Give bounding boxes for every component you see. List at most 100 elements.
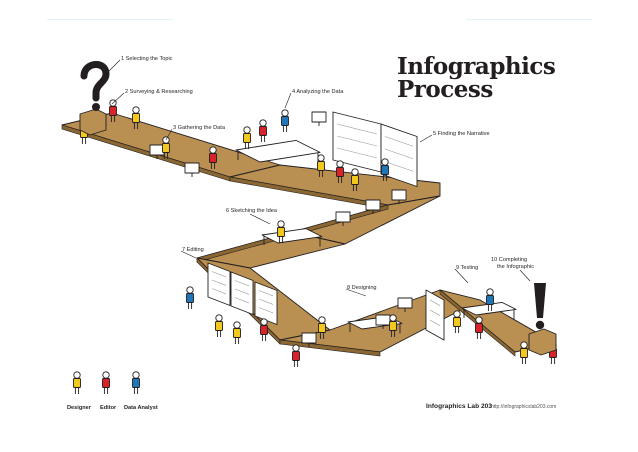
label-leader [419,134,433,143]
monitor-icon [335,211,351,223]
step-1-label: 1 Selecting the Topic [121,56,173,62]
monitor-icon [184,162,200,174]
board-rule [336,135,378,147]
top-rule-right [466,19,592,20]
designer-figure-head [453,310,461,318]
label-leader [284,92,292,109]
analyst-figure-body [486,295,494,305]
editor-figure-body [336,167,344,177]
analyst-figure-head [486,288,494,296]
title-line-2: Process [397,76,493,103]
legend-editor-figure-body [102,378,110,388]
board-rule [258,290,274,297]
legend-editor-figure-head [102,371,110,379]
board-rule [211,271,227,278]
label-leader [249,213,271,225]
credit-name: Infographics Lab 203 [426,403,492,410]
legend-editor-label: Editor [100,405,117,411]
board-rule [211,279,227,286]
step-4-label: 4 Analyzing the Data [292,89,344,95]
designer-figure-head [243,126,251,134]
editor-figure-head [260,318,268,326]
step-5-label: 5 Finding the Narrative [433,131,490,137]
label-leader [519,269,531,282]
design-shelf [425,289,445,341]
editor-figure-head [259,119,267,127]
board-rule [258,298,274,305]
designer-figure-body [233,328,241,338]
designer-figure-head [215,314,223,322]
analyst-figure-body [381,165,389,175]
label-leader [180,250,197,259]
credit-url: http://infographicslab203.com [491,404,557,410]
board-rule [234,288,250,295]
top-rule-left [47,19,173,20]
designer-figure-body [317,161,325,171]
editing-panel [230,271,254,315]
board-rule [384,148,414,160]
board-rule [429,309,441,316]
sketch-table [261,228,323,244]
editing-panel [207,262,231,306]
floor-edge [279,339,381,357]
designer-figure-body [318,323,326,333]
analyst-figure-body [281,116,289,126]
label-leader [345,288,367,297]
monitor-icon [375,314,391,326]
designer-figure-body [215,321,223,331]
analyst-figure-body [186,293,194,303]
designer-figure-head [277,220,285,228]
designer-figure-body [277,227,285,237]
monitor-icon [365,199,381,211]
designer-figure-head [389,314,397,322]
monitor-icon [311,111,327,123]
board-rule [234,297,250,304]
narrative-board-2 [380,123,418,187]
topic-box [79,108,107,136]
label-leader [454,268,469,284]
editor-figure-body [209,153,217,163]
designer-figure-body [453,317,461,327]
legend-designer-figure-head [73,371,81,379]
designer-figure-body [520,348,528,358]
editor-figure-body [259,126,267,136]
label-leader [165,128,173,141]
analysis-table [235,139,321,163]
designer-figure-body [132,113,140,123]
label-leader [103,59,121,77]
designer-figure-body [243,133,251,143]
designer-figure-head [317,154,325,162]
designer-figure-head [520,341,528,349]
monitor-icon [149,144,165,156]
board-rule [336,123,378,135]
editing-panel [254,281,278,325]
designer-figure-body [389,321,397,331]
editor-figure-head [292,344,300,352]
board-rule [384,161,414,172]
designer-figure-body [351,175,359,185]
editor-figure-body [260,325,268,335]
step-9-label: 9 Testing [456,265,479,271]
legend-designer-figure-body [73,378,81,388]
completion-box [528,328,557,356]
editor-figure-head [475,316,483,324]
board-rule [234,280,250,287]
editor-figure-head [209,146,217,154]
step-2-label: 2 Surveying & Researching [125,89,193,95]
editor-figure-body [292,351,300,361]
designer-figure-head [318,316,326,324]
monitor-icon [397,297,413,309]
title-line-1: Infographics [397,53,556,80]
label-leader [111,92,125,105]
editor-figure-body [475,323,483,333]
exclamation-mark-dot [535,320,545,330]
step-8-label: 8 Designing [347,285,377,291]
analyst-figure-head [186,286,194,294]
analyst-figure-head [281,109,289,117]
editor-figure-head [336,160,344,168]
legend-analyst-label: Data Analyst [124,405,158,411]
board-rule [429,319,441,326]
board-rule [258,307,274,314]
